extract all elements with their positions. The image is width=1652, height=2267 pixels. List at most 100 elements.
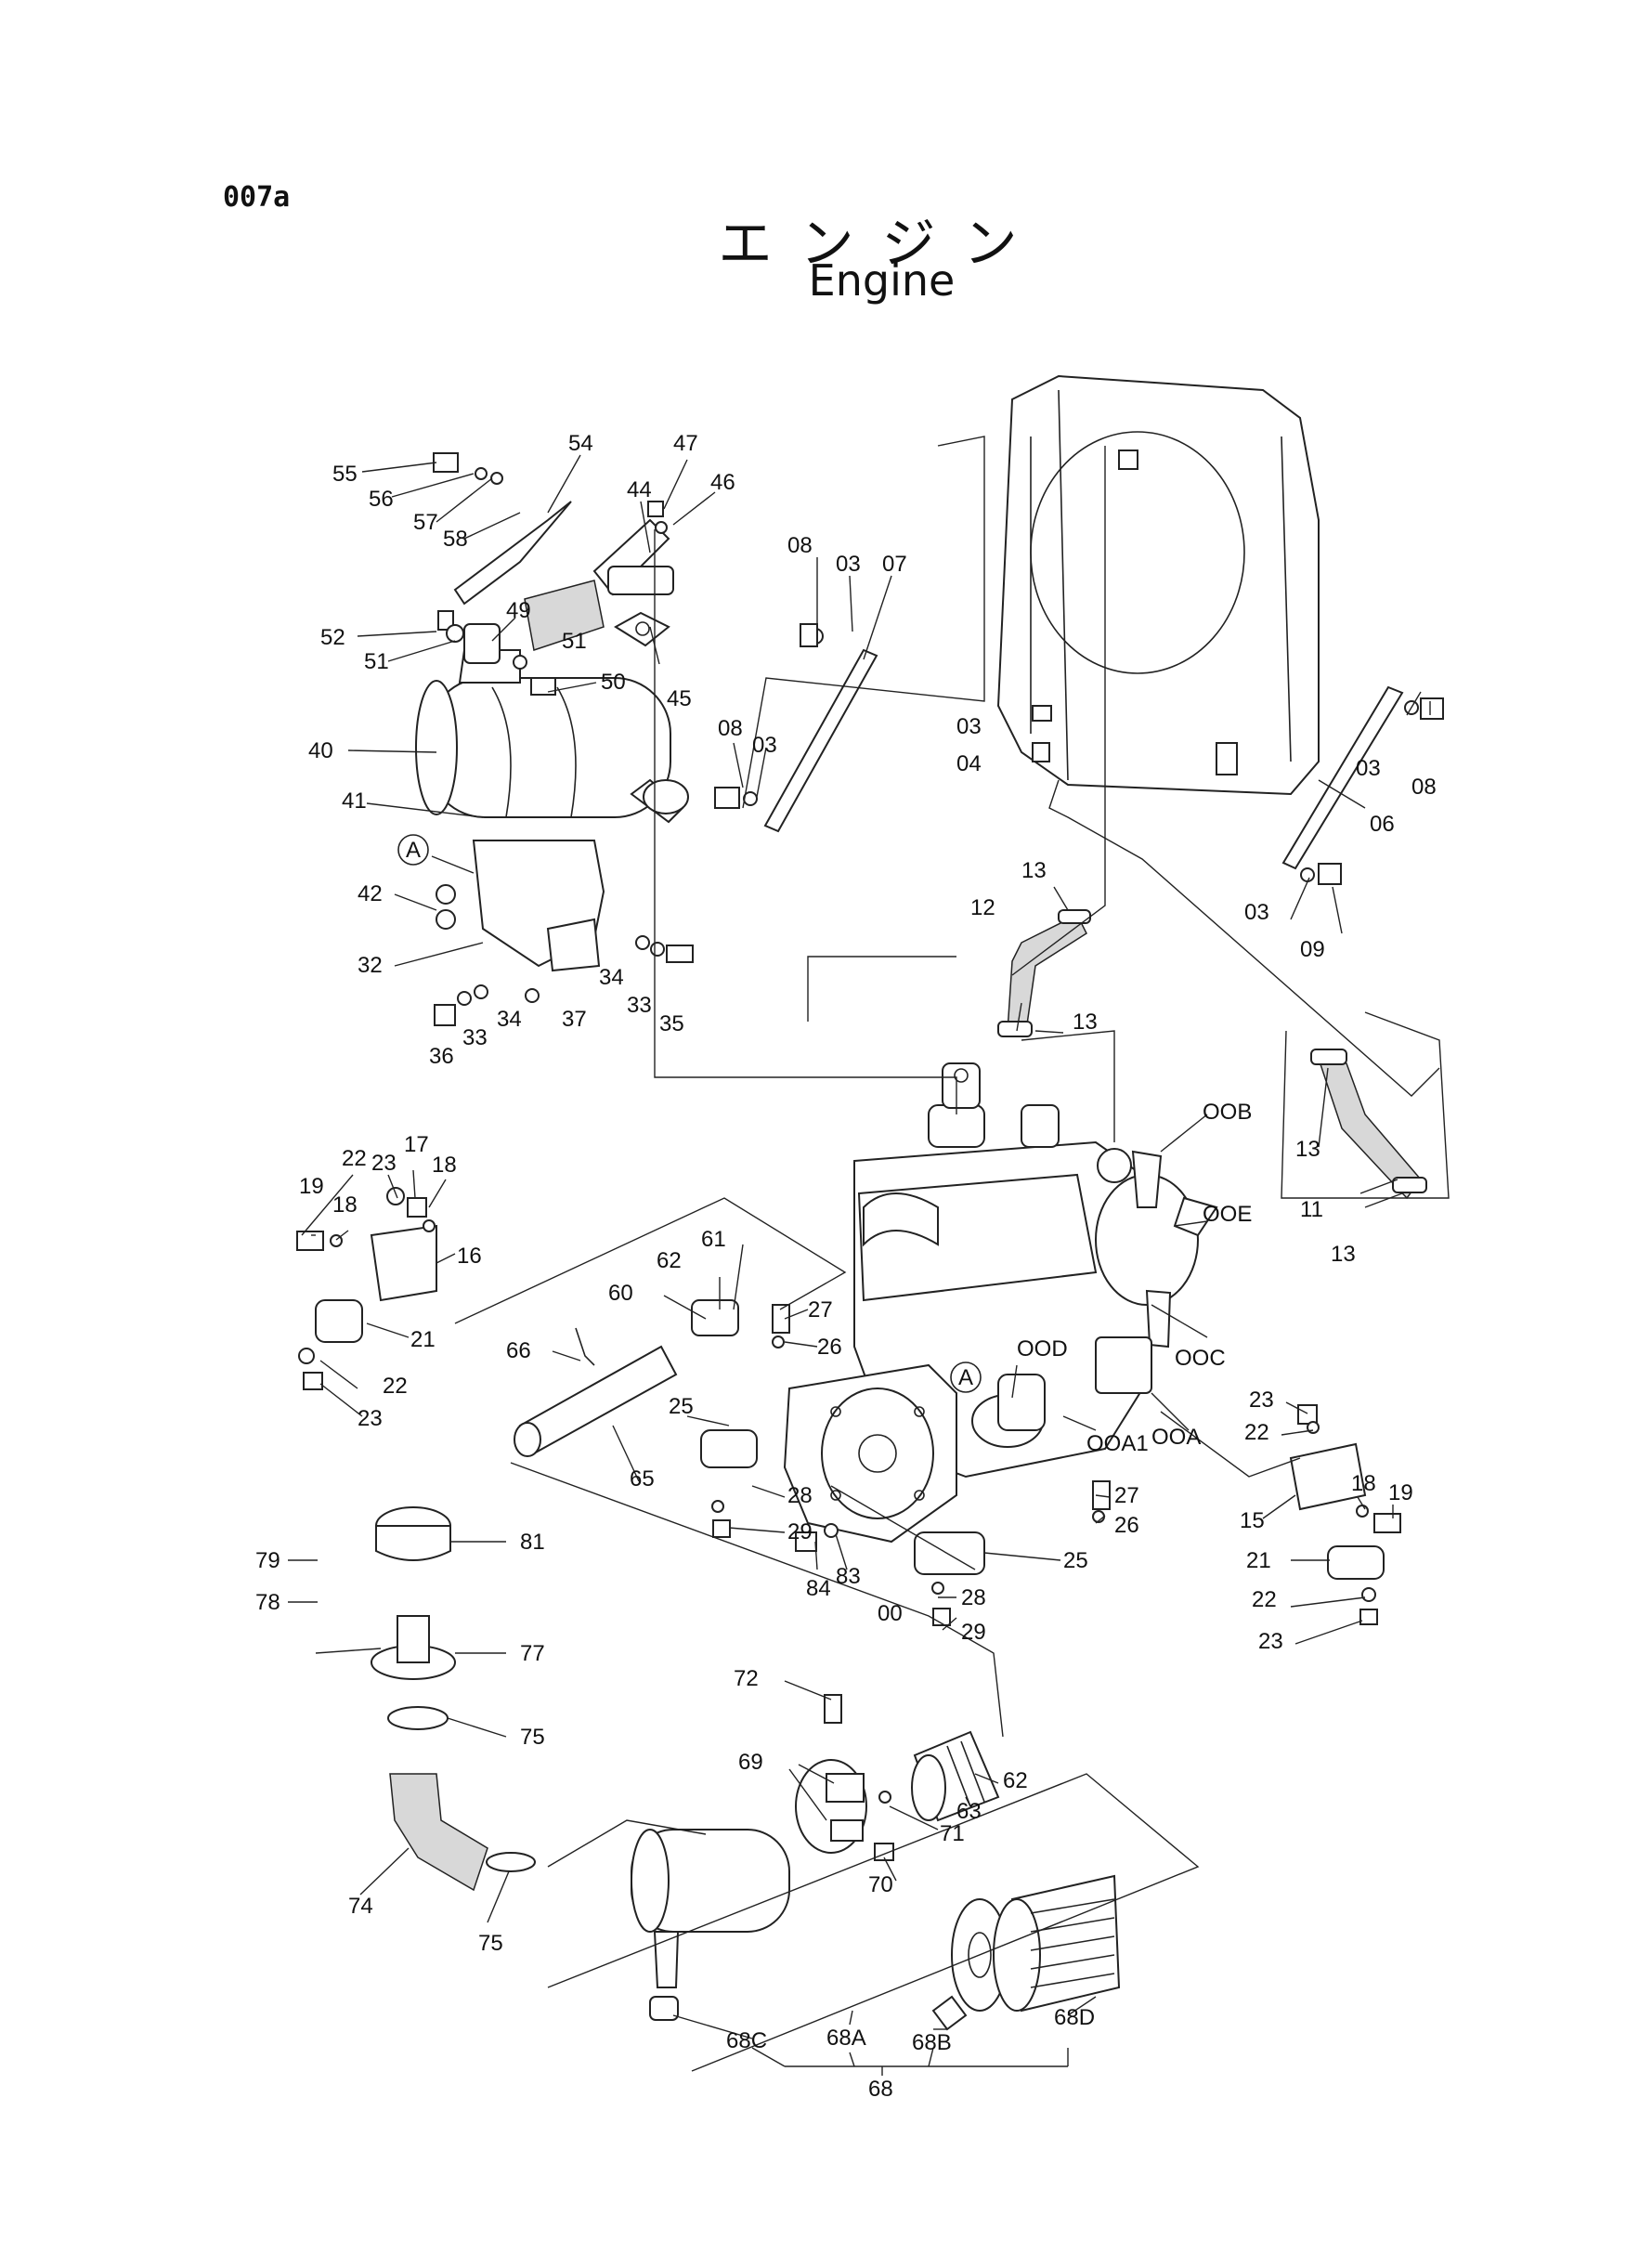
part-label-49: 49 xyxy=(506,598,531,623)
engine-mount-right xyxy=(1289,1404,1401,1625)
part-label-60: 60 xyxy=(608,1281,633,1306)
exhaust-pipe xyxy=(458,518,674,684)
part-label-57: 57 xyxy=(413,510,438,535)
muffler-bracket xyxy=(472,840,605,972)
radiator-cap xyxy=(1118,449,1138,470)
part-label-13a: 13 xyxy=(1021,858,1047,883)
part-label-51a: 51 xyxy=(364,649,389,674)
part-label-07: 07 xyxy=(882,552,907,577)
part-label-25b: 25 xyxy=(1063,1548,1088,1573)
part-label-65: 65 xyxy=(630,1466,655,1492)
air-cleaner-band xyxy=(795,1694,894,1861)
part-label-37: 37 xyxy=(562,1007,587,1032)
part-label-68B: 68B xyxy=(912,2030,952,2055)
part-label-19b: 19 xyxy=(1388,1480,1413,1505)
reference-marker-label: A xyxy=(958,1365,973,1390)
part-label-22c: 22 xyxy=(1244,1420,1269,1445)
part-label-84: 84 xyxy=(806,1576,831,1601)
part-label-34b: 34 xyxy=(497,1007,522,1032)
part-label-56: 56 xyxy=(369,487,394,512)
part-label-32: 32 xyxy=(358,953,383,978)
part-label-08c: 08 xyxy=(1411,775,1437,800)
intake-elbow-hose xyxy=(389,1773,488,1892)
hose-clamps xyxy=(387,1706,536,1872)
page-title-japanese: エンジン xyxy=(718,212,1046,275)
part-label-70: 70 xyxy=(868,1872,893,1897)
part-label-29a: 29 xyxy=(787,1519,813,1544)
alternator xyxy=(1095,1336,1152,1394)
part-label-35: 35 xyxy=(659,1011,684,1036)
part-label-22a: 22 xyxy=(342,1146,367,1171)
part-label-29b: 29 xyxy=(961,1620,986,1645)
part-label-42: 42 xyxy=(358,881,383,906)
part-label-25a: 25 xyxy=(669,1394,694,1419)
part-label-04: 04 xyxy=(956,751,982,776)
part-label-13c: 13 xyxy=(1295,1137,1320,1162)
part-label-03b: 03 xyxy=(752,733,777,758)
part-label-72: 72 xyxy=(734,1666,759,1691)
part-label-06: 06 xyxy=(1370,812,1395,837)
part-label-00B: OOB xyxy=(1203,1100,1252,1125)
part-label-03e: 03 xyxy=(1244,900,1269,925)
part-label-74: 74 xyxy=(348,1894,373,1919)
callout-leaders xyxy=(288,454,1431,2076)
reference-marker-label: A xyxy=(406,838,421,863)
part-label-61: 61 xyxy=(701,1227,726,1252)
part-label-68A: 68A xyxy=(826,2026,866,2051)
part-label-75b: 75 xyxy=(478,1931,503,1956)
radiator-stay-left xyxy=(714,623,878,833)
part-label-28b: 28 xyxy=(961,1585,986,1610)
flywheel-housing xyxy=(783,1363,957,1544)
part-label-23d: 23 xyxy=(1258,1629,1283,1654)
part-label-09: 09 xyxy=(1300,937,1325,962)
part-label-68: 68 xyxy=(868,2077,893,2102)
part-label-44: 44 xyxy=(627,477,652,502)
part-label-00C: OOC xyxy=(1175,1346,1226,1371)
part-label-15: 15 xyxy=(1240,1508,1265,1533)
part-label-33b: 33 xyxy=(462,1025,488,1050)
part-label-78: 78 xyxy=(255,1590,280,1615)
part-label-41: 41 xyxy=(342,788,367,814)
part-label-23a: 23 xyxy=(371,1151,397,1176)
part-label-21b: 21 xyxy=(1246,1548,1271,1573)
part-label-13b: 13 xyxy=(1073,1010,1098,1035)
part-label-08a: 08 xyxy=(787,533,813,558)
radiator xyxy=(996,374,1320,796)
part-label-63: 63 xyxy=(956,1799,982,1824)
engine-thermostat-housing xyxy=(942,1062,981,1109)
part-label-22b: 22 xyxy=(383,1374,408,1399)
part-label-36: 36 xyxy=(429,1044,454,1069)
radiator-hose-lower xyxy=(1310,1049,1427,1200)
part-label-47: 47 xyxy=(673,431,698,456)
part-label-08b: 08 xyxy=(718,716,743,741)
part-label-18c: 18 xyxy=(1351,1471,1376,1496)
radiator-drain xyxy=(1216,742,1238,775)
part-label-69: 69 xyxy=(738,1750,763,1775)
part-label-40: 40 xyxy=(308,738,333,763)
part-label-26b: 26 xyxy=(1114,1513,1139,1538)
part-number-labels: 55 56 57 58 54 44 47 46 49 52 51 51 50 4… xyxy=(255,431,1437,2102)
bolt-04 xyxy=(1032,742,1050,762)
part-label-27a: 27 xyxy=(808,1297,833,1322)
part-label-03a: 03 xyxy=(836,552,861,577)
part-label-52: 52 xyxy=(320,625,345,650)
starter-motor xyxy=(971,1374,1046,1448)
part-label-50: 50 xyxy=(601,670,626,695)
part-label-18a: 18 xyxy=(432,1153,457,1178)
part-label-62a: 62 xyxy=(657,1248,682,1273)
air-cleaner-cap xyxy=(375,1506,451,1561)
intake-pipe xyxy=(514,1299,739,1457)
part-label-18b: 18 xyxy=(332,1192,358,1218)
part-label-28a: 28 xyxy=(787,1483,813,1508)
washer-03 xyxy=(1032,705,1052,722)
part-label-33a: 33 xyxy=(627,993,652,1018)
part-label-16: 16 xyxy=(457,1244,482,1269)
engine-mount-pads xyxy=(700,1304,1111,1626)
part-label-75a: 75 xyxy=(520,1725,545,1750)
part-label-11: 11 xyxy=(1300,1197,1323,1222)
assembly-guide-lines xyxy=(315,436,1450,2072)
part-label-45: 45 xyxy=(667,686,692,711)
part-label-23b: 23 xyxy=(358,1406,383,1431)
